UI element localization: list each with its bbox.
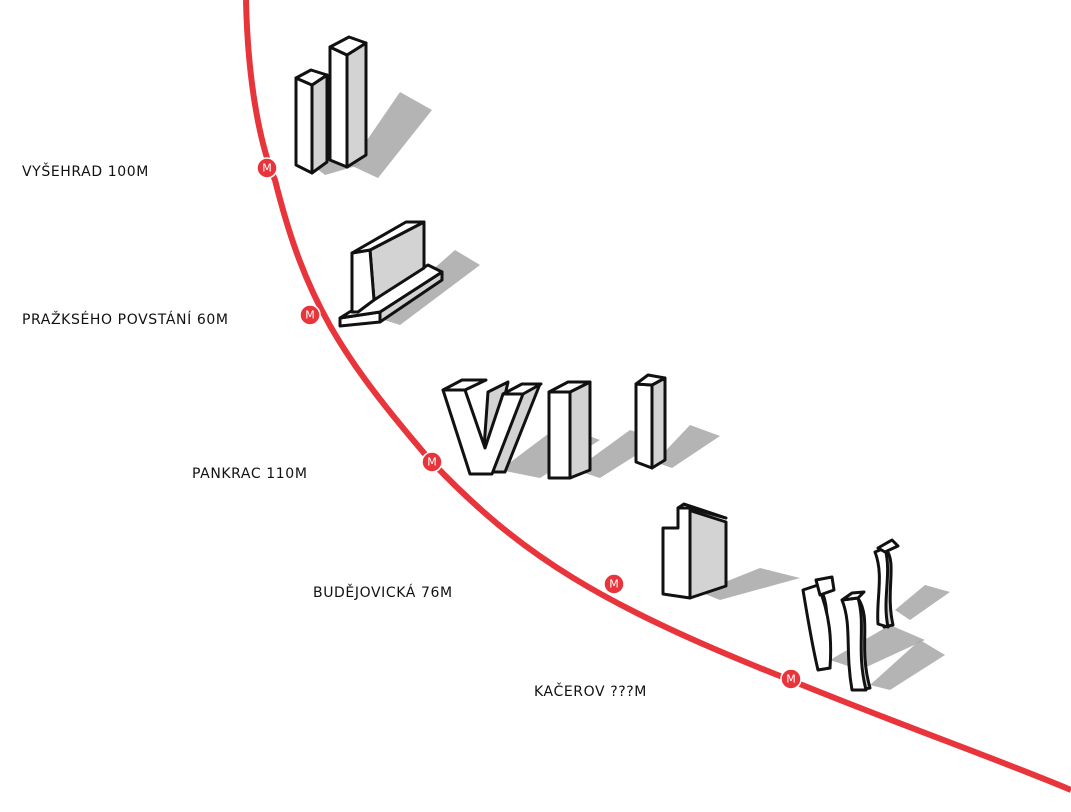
station-label-budejovicka: BUDĚJOVICKÁ 76M [313, 584, 453, 601]
station-marker-pankrac: M [421, 451, 443, 473]
metro-station-icon: M [609, 578, 619, 591]
metro-station-icon: M [305, 309, 315, 322]
station-marker-kacerov: M [780, 668, 802, 690]
station-marker-budejovicka: M [603, 573, 625, 595]
station-label-pankrac: PANKRAC 110M [192, 466, 308, 482]
station-label-vysehrad: VYŠEHRAD 100M [22, 162, 149, 180]
building-kacerov [801, 538, 950, 692]
station-label-kacerov: KAČEROV ???M [534, 682, 647, 700]
metro-station-icon: M [262, 162, 272, 175]
station-label-prazskeho-povstani: PRAŽKSÉHO POVSTÁNÍ 60M [22, 310, 229, 328]
building-prazskeho-povstani [338, 220, 480, 328]
metro-station-icon: M [427, 456, 437, 469]
building-pankrac [441, 373, 720, 480]
building-vysehrad [294, 35, 432, 178]
station-marker-prazskeho-povstani: M [299, 304, 321, 326]
metro-station-icon: M [786, 673, 796, 686]
building-budejovicka [661, 502, 800, 600]
station-marker-vysehrad: M [256, 157, 278, 179]
